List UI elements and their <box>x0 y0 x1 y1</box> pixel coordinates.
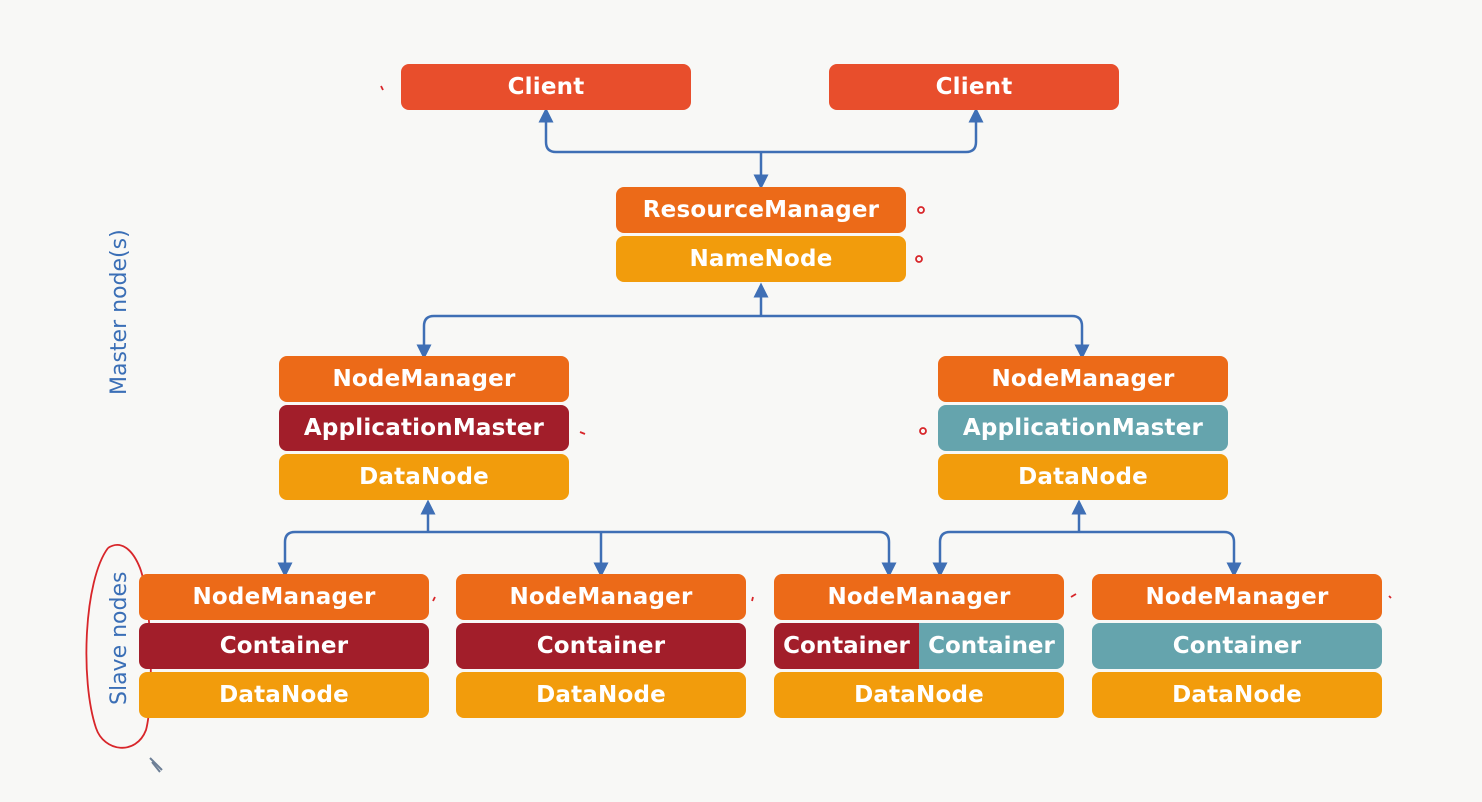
slave-2-data-node: DataNode <box>456 672 746 718</box>
slave-3-node-manager: NodeManager <box>774 574 1064 620</box>
slave-2-node-manager: NodeManager <box>456 574 746 620</box>
pen-cursor-icon <box>149 757 163 773</box>
app-node-right-application-master: ApplicationMaster <box>938 405 1228 451</box>
app-node-left-node-manager: NodeManager <box>279 356 569 402</box>
slave-1-data-node: DataNode <box>139 672 429 718</box>
resource-manager-box: ResourceManager <box>616 187 906 233</box>
slave-nodes-label: Slave nodes <box>107 571 132 705</box>
client-box-left: Client <box>401 64 691 110</box>
app-node-left-data-node: DataNode <box>279 454 569 500</box>
master-nodes-label: Master node(s) <box>107 229 132 395</box>
slave-3-data-node: DataNode <box>774 672 1064 718</box>
app-node-right-data-node: DataNode <box>938 454 1228 500</box>
handwritten-marks <box>85 85 1392 749</box>
slave-1-node-manager: NodeManager <box>139 574 429 620</box>
slave-3-container-app-one: Container <box>774 623 919 669</box>
client-box-right: Client <box>829 64 1119 110</box>
slave-1-container: Container <box>139 623 429 669</box>
app-node-right-node-manager: NodeManager <box>938 356 1228 402</box>
slave-2-container: Container <box>456 623 746 669</box>
app-node-left-application-master: ApplicationMaster <box>279 405 569 451</box>
slave-4-node-manager: NodeManager <box>1092 574 1382 620</box>
name-node-box: NameNode <box>616 236 906 282</box>
slave-4-data-node: DataNode <box>1092 672 1382 718</box>
slave-3-container-split: Container Container <box>774 623 1064 669</box>
slave-3-container-app-two: Container <box>919 623 1064 669</box>
slave-4-container: Container <box>1092 623 1382 669</box>
